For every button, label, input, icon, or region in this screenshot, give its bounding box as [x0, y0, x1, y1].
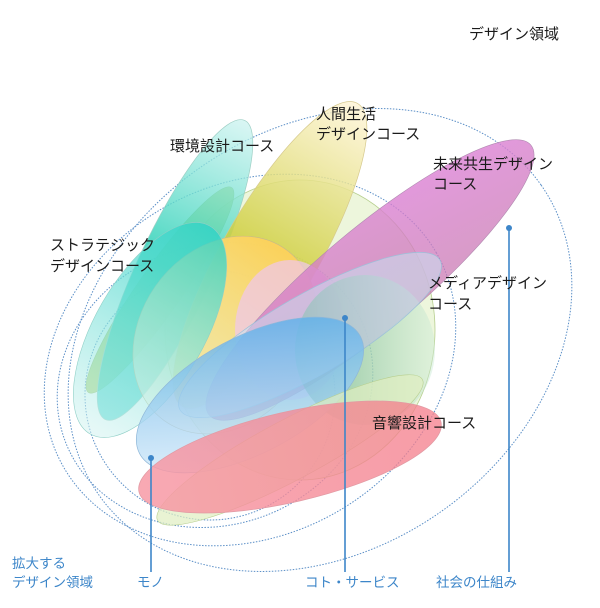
- axis-lines: [150, 228, 510, 572]
- label-media-course-line1: メディアデザイン: [428, 274, 547, 292]
- label-human-life-course-line2: デザインコース: [316, 125, 421, 143]
- label-strategic-course-line2: デザインコース: [50, 257, 155, 275]
- axis-dots: [148, 225, 512, 461]
- label-future-course-line2: コース: [433, 175, 478, 193]
- label-human-life-course-line1: 人間生活: [316, 105, 377, 123]
- label-social-system: 社会の仕組み: [436, 575, 517, 591]
- label-media-course-line2: コース: [428, 295, 473, 313]
- label-expanding-domain-line2: デザイン領域: [12, 575, 93, 591]
- label-expanding-domain-line1: 拡大する: [12, 556, 66, 572]
- design-domain-title: デザイン領域: [469, 25, 560, 43]
- label-future-course-line1: 未来共生デザイン: [433, 155, 554, 173]
- label-acoustic-course: 音響設計コース: [372, 414, 477, 432]
- label-mono: モノ: [137, 575, 164, 591]
- label-strategic-course-line1: ストラテジック: [50, 236, 156, 254]
- label-koto-service: コト・サービス: [305, 575, 400, 591]
- label-environment-course: 環境設計コース: [170, 137, 275, 155]
